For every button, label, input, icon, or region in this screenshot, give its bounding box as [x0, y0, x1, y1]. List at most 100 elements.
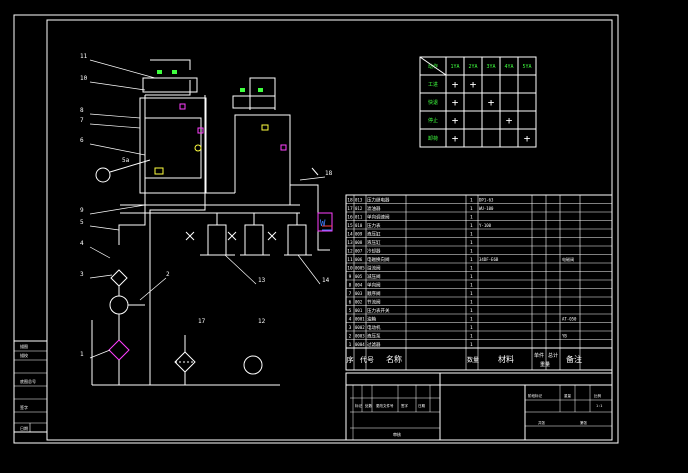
parts-code: 005 — [355, 274, 363, 279]
parts-qty: 1 — [470, 334, 473, 340]
part-label: 3 — [80, 271, 84, 278]
parts-name: 冷却器 — [367, 248, 381, 255]
parts-name: 液压泵 — [367, 333, 381, 340]
parts-code: 0004 — [355, 342, 365, 347]
parts-code: 003 — [355, 291, 363, 296]
parts-name: 节流阀 — [367, 299, 381, 306]
parts-no: 4 — [349, 317, 352, 323]
part-label: 18 — [325, 170, 333, 177]
title-mid-label: 日期 — [418, 403, 426, 408]
cylinder-13-a — [207, 224, 227, 256]
valve-w-box — [317, 212, 333, 232]
parts-qty: 1 — [470, 291, 473, 297]
action-table-header-cell: 3YA — [486, 64, 495, 70]
cylinder-13-b — [244, 224, 264, 256]
parts-code: 0003 — [355, 334, 365, 339]
parts-no: 11 — [347, 257, 353, 263]
valve-w-label: W — [320, 219, 326, 229]
left-strip-cell: 描图 — [20, 343, 28, 349]
title-block-frame — [345, 372, 613, 441]
part-label: 11 — [80, 53, 88, 60]
parts-name: 减压阀 — [367, 273, 381, 280]
parts-no: 12 — [347, 249, 353, 255]
parts-header-unit: 单件 — [534, 352, 544, 359]
schematic-accents — [154, 70, 332, 231]
action-table-row-label: 快退 — [428, 99, 438, 106]
cylinder-14 — [287, 224, 307, 256]
parts-spec: 34DF-E6B — [479, 257, 499, 262]
parts-qty: 1 — [470, 198, 473, 204]
title-mid-label: 处数 — [365, 403, 373, 408]
parts-header-qty: 数量 — [467, 356, 479, 364]
parts-code: 009 — [355, 232, 363, 237]
parts-header-total: 总计 — [548, 352, 558, 359]
parts-qty: 1 — [470, 300, 473, 306]
action-table-mark: + — [452, 96, 459, 109]
title-scale-label: 比例 — [594, 393, 602, 398]
parts-no: 16 — [347, 215, 353, 221]
parts-name: 压力继电器 — [367, 197, 390, 204]
part-label: 12 — [258, 318, 266, 325]
parts-header-code: 代号 — [360, 355, 374, 364]
hydraulic-schematic — [91, 59, 333, 386]
parts-code: 0005 — [355, 266, 365, 271]
cooler-18-icon — [243, 355, 263, 375]
parts-name: 油箱 — [367, 316, 376, 323]
title-sheet-label: 第张 — [580, 420, 588, 425]
parts-no: 9 — [349, 274, 352, 280]
parts-code: 006 — [355, 257, 363, 262]
title-mid-label: 签字 — [401, 403, 409, 408]
parts-note: AT-050 — [562, 317, 577, 322]
parts-spec: WU-100 — [479, 206, 494, 211]
parts-list-frame — [345, 194, 613, 371]
parts-code: 004 — [355, 283, 363, 288]
parts-qty: 1 — [470, 283, 473, 289]
parts-note: YB — [562, 334, 567, 339]
left-strip-cell: 日期 — [20, 425, 28, 431]
parts-name: 电磁换向阀 — [367, 256, 390, 263]
action-table-mark: + — [452, 132, 459, 145]
action-table-mark: + — [452, 78, 459, 91]
part-label: 10 — [80, 75, 88, 82]
title-sheets-label: 共张 — [538, 420, 546, 425]
action-table-row-label: 工进 — [428, 81, 438, 88]
parts-no: 13 — [347, 240, 353, 246]
parts-no: 10 — [347, 266, 353, 272]
parts-no: 3 — [349, 325, 352, 331]
left-strip-cell: 签字 — [20, 404, 28, 410]
parts-spec: Y-100 — [479, 223, 492, 228]
parts-header-note: 备注 — [566, 354, 582, 364]
title-scale-value: 1:1 — [596, 404, 602, 408]
left-strip-cell: 底图总号 — [20, 378, 36, 384]
parts-name: 压力表 — [367, 222, 381, 229]
action-table-mark: + — [488, 96, 495, 109]
title-weight-label: 重量 — [564, 393, 572, 398]
action-table-row-label: 卸荷 — [428, 135, 438, 142]
parts-name: 压力表开关 — [367, 307, 390, 314]
parts-no: 5 — [349, 308, 352, 314]
parts-qty: 1 — [470, 274, 473, 280]
action-table-header-cell: 2YA — [468, 64, 477, 70]
title-mid-label: 标记 — [355, 403, 363, 408]
parts-code: 0001 — [355, 317, 365, 322]
action-table-mark: + — [452, 114, 459, 127]
parts-code: 0002 — [355, 325, 365, 330]
parts-code: 012 — [355, 206, 363, 211]
parts-no: 15 — [347, 223, 353, 229]
title-mid-label: 更改文件号 — [376, 403, 394, 408]
parts-name: 液压缸 — [367, 239, 381, 246]
leader-lines — [89, 59, 326, 359]
parts-name: 单向调速阀 — [367, 214, 390, 221]
parts-no: 7 — [349, 291, 352, 297]
parts-no: 1 — [349, 342, 352, 348]
part-label: 1 — [80, 351, 84, 358]
parts-no: 18 — [347, 198, 353, 204]
action-table-header-cell: 5YA — [522, 64, 531, 70]
parts-qty: 1 — [470, 240, 473, 246]
pump-icon — [110, 269, 128, 287]
parts-no: 6 — [349, 300, 352, 306]
action-table-mark: + — [470, 78, 477, 91]
parts-qty: 1 — [470, 249, 473, 255]
parts-qty: 1 — [470, 342, 473, 348]
